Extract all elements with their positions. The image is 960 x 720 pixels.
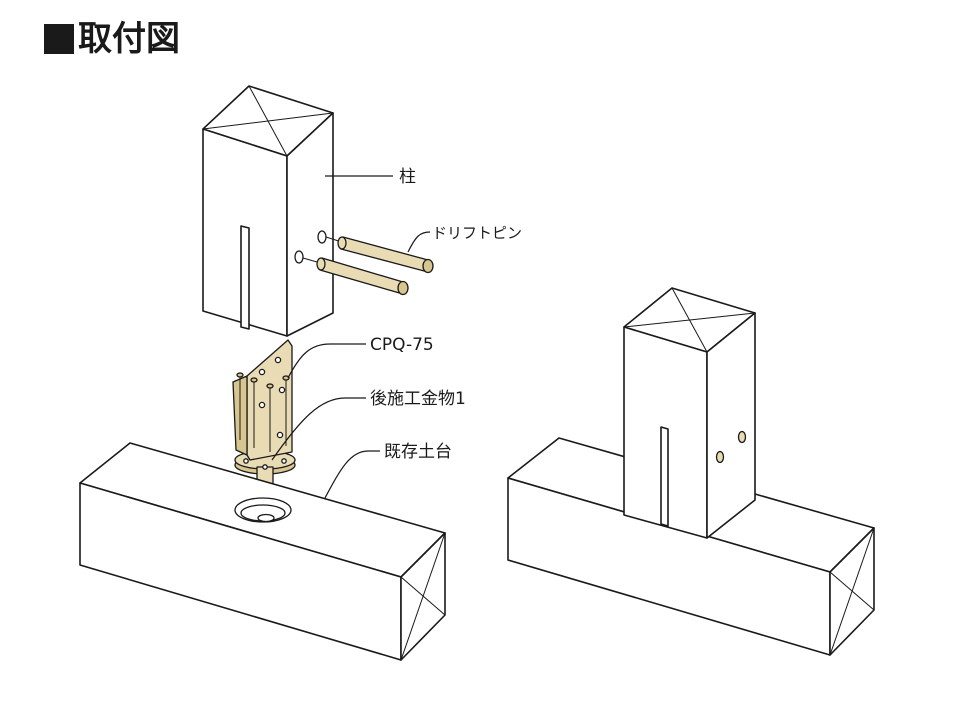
label-retrofit-hardware: 後施工金物1 [370,389,466,409]
label-sill-group: 既存土台 [324,442,452,499]
page-title-text: 取付図 [78,19,180,59]
label-cpq-group: CPQ-75 [287,335,434,379]
label-cpq: CPQ-75 [370,335,434,355]
label-drift-pin: ドリフトピン [432,224,522,242]
page-title: 取付図 [44,22,180,56]
label-column-group: 柱 [325,167,416,187]
cpq-hardware [232,339,296,491]
title-square-icon [44,24,74,54]
drift-pins [302,236,434,296]
label-drift-pin-group: ドリフトピン [407,224,522,253]
label-existing-sill: 既存土台 [384,442,452,462]
label-retrofit-group: 後施工金物1 [271,389,466,461]
assembled-column [623,287,756,539]
label-column: 柱 [399,167,416,187]
existing-sill-left [79,442,446,661]
exploded-column [202,85,334,337]
